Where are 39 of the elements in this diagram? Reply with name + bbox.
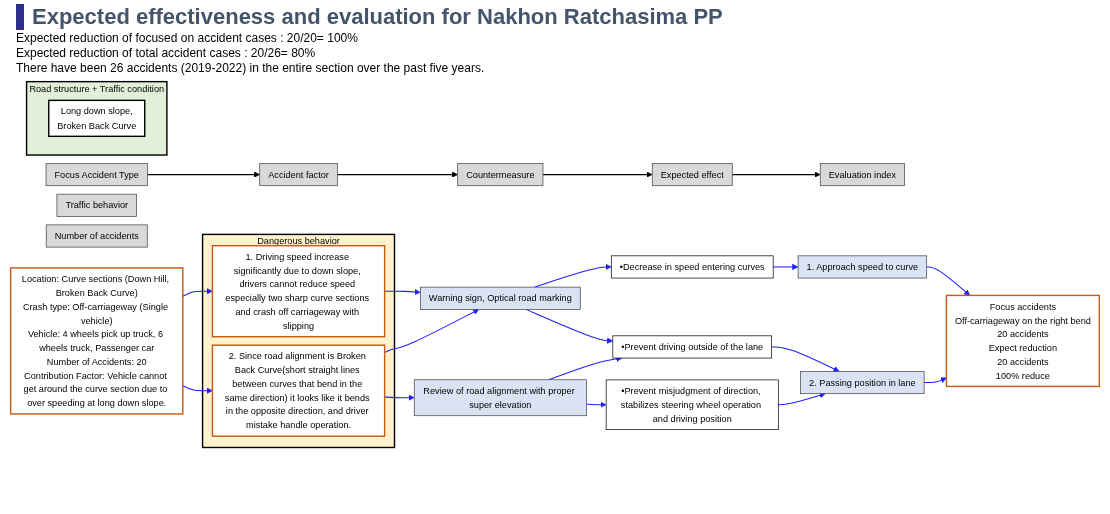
process-box: •Prevent misjudgment of direction, stabilizes steering wheel operation and driving position xyxy=(605,379,779,430)
process-box: Countermeasure xyxy=(457,163,544,187)
process-box: 1. Approach speed to curve xyxy=(797,255,928,279)
process-box: Traffic behavior xyxy=(56,193,137,217)
arrow xyxy=(926,266,971,296)
process-box: •Prevent driving outside of the lane xyxy=(612,335,772,359)
arrow xyxy=(542,171,653,178)
process-box: Accident factor xyxy=(259,163,338,187)
title-heading: Expected effectiveness and evaluation for Nakhon Ratchasima PP xyxy=(16,4,1094,30)
arrow xyxy=(384,288,421,296)
process-box: Long down slope, Broken Back Curve xyxy=(48,99,146,138)
arrow xyxy=(384,309,480,353)
arrow xyxy=(182,385,213,394)
process-box: •Decrease in speed entering curves xyxy=(610,255,774,279)
process-box: 2. Since road alignment is Broken Back Curve(short straight lines between curves that bend in the same direction) it looks like it bends in the opposite direction, and driver mistake handle operation. xyxy=(211,344,386,437)
arrow xyxy=(182,288,213,297)
arrow xyxy=(146,171,260,178)
arrow xyxy=(923,377,947,384)
note-text: Expected reduction of focused on accident cases : 20/20= 100% xyxy=(16,31,359,45)
process-box: Evaluation index xyxy=(819,163,905,187)
arrow xyxy=(384,394,415,401)
process-box: Focus accidents Off-carriageway on the right bend 20 accidents Expect reduction 20 accidents 100% reduce xyxy=(945,294,1101,388)
process-box: Warning sign, Optical road marking xyxy=(420,286,581,310)
process-box: 1. Driving speed increase significantly due to down slope, drivers cannot reduce speed especially two sharp curve sections and crash off carriageway with slipping xyxy=(211,245,386,338)
process-box: 2. Passing position in lane xyxy=(800,371,925,395)
arrow xyxy=(772,263,799,271)
note-text: There have been 26 accidents (2019-2022) in the entire section over the past five years. xyxy=(16,61,486,75)
arrow xyxy=(585,401,607,408)
process-box: Number of accidents xyxy=(45,224,148,248)
process-box: Location: Curve sections (Down Hill, Broken Back Curve) Crash type: Off-carriageway (Single vehicle) Vehicle: 4 wheels pick up truck, 6 wheels truck, Passenger car Number of Accidents: 20 Contribution Factor: Vehicle cannot get around the curve section due to over speeding at long down slope. xyxy=(9,267,184,415)
arrow xyxy=(777,392,826,406)
arrow xyxy=(771,346,840,372)
arrow xyxy=(525,308,614,344)
note-text: Expected reduction of total accident cases : 20/26= 80% xyxy=(16,46,317,60)
process-box: Expected effect xyxy=(651,163,733,187)
process-box: Focus Accident Type xyxy=(45,163,148,187)
arrow xyxy=(336,171,458,178)
arrow xyxy=(731,171,821,178)
process-box: Review of road alignment with proper super elevation xyxy=(413,379,587,417)
